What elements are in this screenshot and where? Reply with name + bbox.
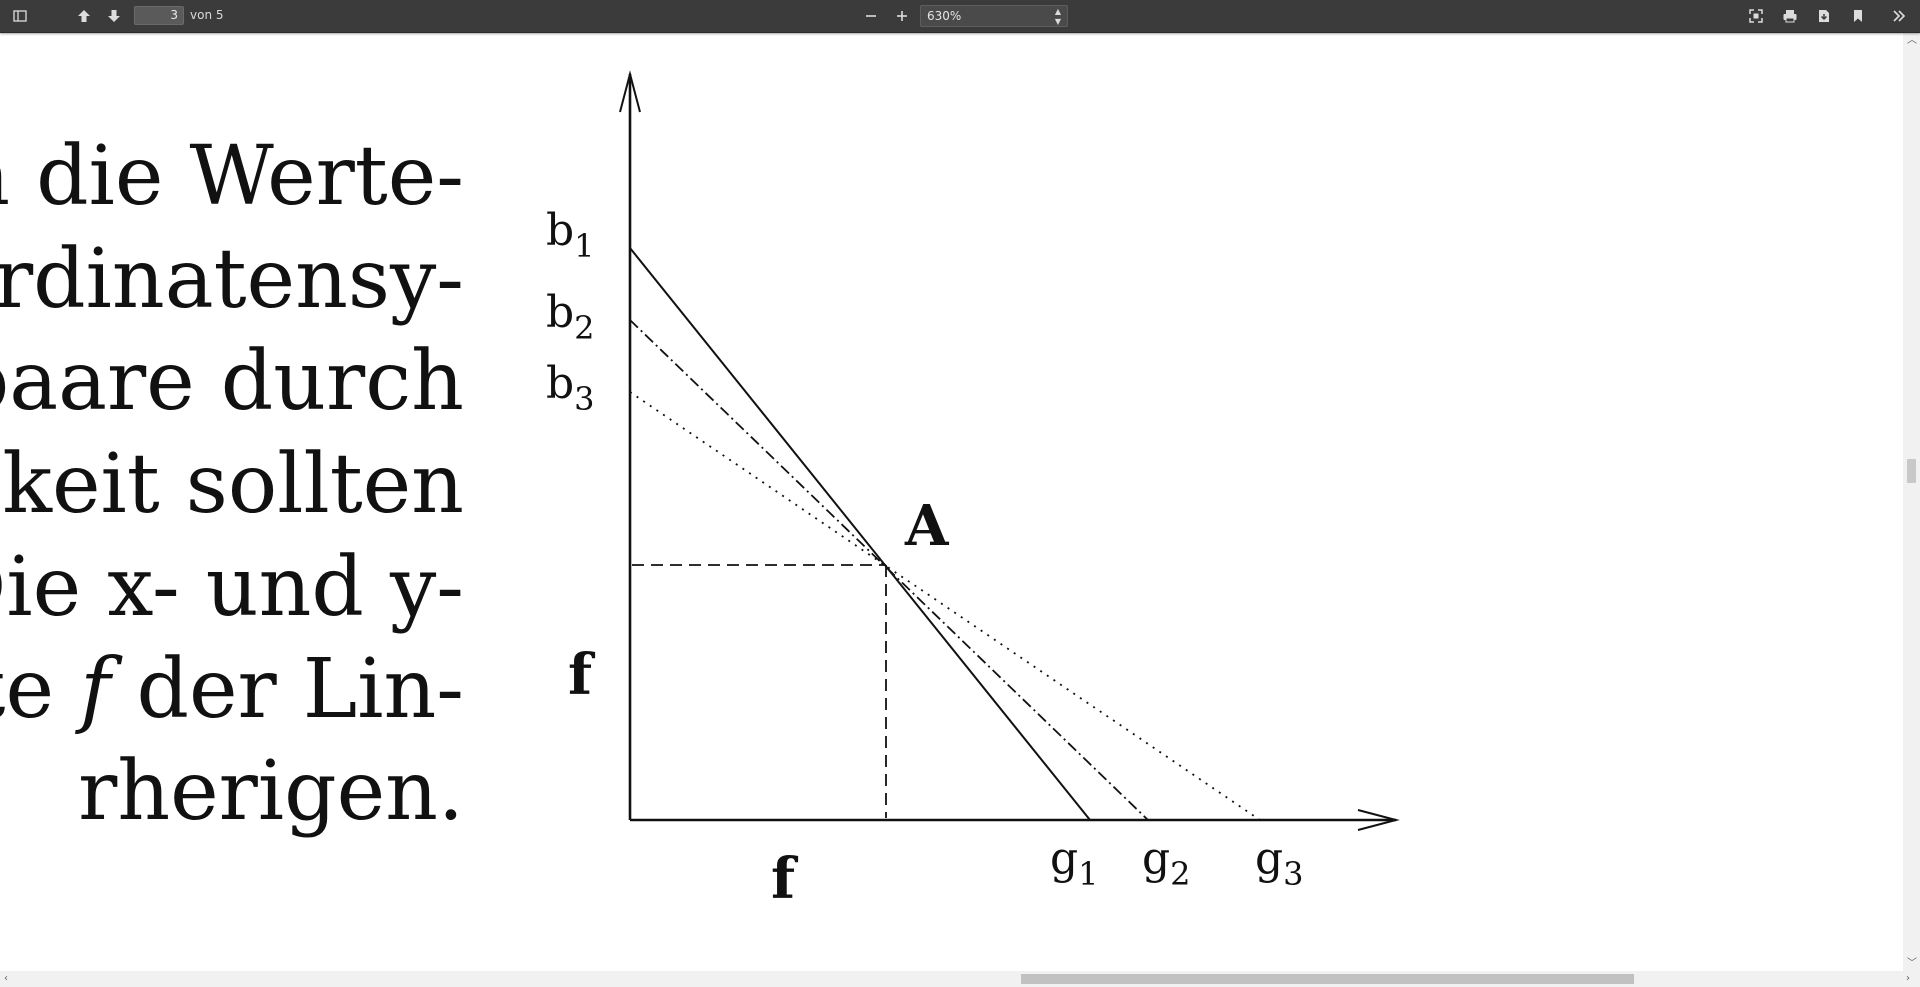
zoom-select[interactable]: 630% ▲▼: [920, 5, 1068, 27]
text-line-5: Die x- und y-: [0, 540, 464, 635]
y-axis-arrowhead: [619, 70, 641, 113]
label-g1: g1: [1050, 833, 1099, 893]
line-b2-g2: [629, 319, 1149, 821]
text-line-7: rherigen.: [78, 744, 464, 839]
zoom-value: 630%: [927, 9, 962, 23]
text-line-3: epaare durch: [0, 334, 464, 429]
label-point-a: A: [904, 493, 950, 559]
document-viewport[interactable]: an die Werte- oordinatensy- epaare durch…: [0, 33, 1903, 971]
vertical-scrollbar[interactable]: ︿ ﹀: [1903, 33, 1920, 971]
line-intersection-figure: b1 b2 b3 A f f g1 g2 g3: [546, 70, 1400, 912]
scroll-up-icon[interactable]: ︿: [1907, 35, 1917, 46]
page-number-input[interactable]: 3: [134, 6, 184, 25]
label-f-left: f: [568, 642, 596, 708]
arrow-up-icon[interactable]: [72, 4, 96, 28]
label-b2: b2: [546, 287, 595, 347]
label-g2: g2: [1142, 833, 1191, 893]
horizontal-scroll-thumb[interactable]: [1021, 974, 1634, 984]
download-icon[interactable]: [1812, 4, 1836, 28]
text-line-4: uigkeit sollten: [0, 437, 464, 532]
arrow-down-icon[interactable]: [102, 4, 126, 28]
text-line-6: eite f der Lin-: [0, 642, 464, 737]
x-axis-arrowhead: [1357, 809, 1400, 831]
double-chevron-right-icon[interactable]: [1887, 4, 1911, 28]
sidebar-toggle-icon[interactable]: [8, 4, 32, 28]
pdf-toolbar: 3 von 5 630% ▲▼: [0, 0, 1920, 33]
scroll-left-icon[interactable]: ‹: [4, 973, 8, 984]
line-b1-g1: [629, 247, 1091, 821]
text-line-2: oordinatensy-: [0, 232, 464, 327]
page-count-label: von 5: [190, 8, 224, 22]
line-b3-g3: [629, 391, 1261, 821]
vertical-scroll-thumb[interactable]: [1907, 459, 1916, 483]
label-g3: g3: [1255, 833, 1304, 893]
plus-icon[interactable]: [890, 4, 914, 28]
text-line-1: an die Werte-: [0, 129, 464, 224]
label-b3: b3: [546, 358, 595, 418]
scroll-down-icon[interactable]: ﹀: [1907, 958, 1917, 969]
minus-icon[interactable]: [859, 4, 883, 28]
updown-icon: ▲▼: [1054, 7, 1061, 26]
printer-icon[interactable]: [1778, 4, 1802, 28]
scroll-right-icon[interactable]: ›: [1906, 973, 1910, 984]
bookmark-icon[interactable]: [1846, 4, 1870, 28]
horizontal-scrollbar[interactable]: ‹ ›: [0, 971, 1920, 987]
label-f-bottom: f: [771, 846, 799, 912]
fullscreen-icon[interactable]: [1744, 4, 1768, 28]
label-b1: b1: [546, 205, 595, 265]
